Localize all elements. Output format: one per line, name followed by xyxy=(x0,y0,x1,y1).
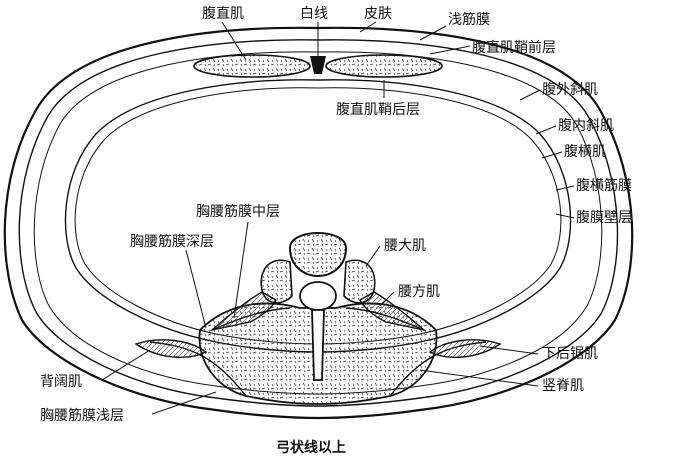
leader-rectus-anterior xyxy=(429,45,471,55)
quadratus-lumborum-left xyxy=(209,291,277,332)
leader-superficial-fascia xyxy=(419,25,447,41)
label-psoas-major: 腰大肌 xyxy=(384,238,426,254)
psoas-major-left xyxy=(260,259,293,304)
quadratus-lumborum-right xyxy=(359,291,427,332)
serratus-posterior-inferior xyxy=(428,339,502,358)
label-erector-spinae: 竖脊肌 xyxy=(542,378,584,394)
label-rectus-sheath-posterior: 腹直肌鞘后层 xyxy=(336,101,420,118)
leader-tlf-superficial xyxy=(151,391,217,415)
leader-lines xyxy=(101,21,575,415)
skin-outline xyxy=(3,26,634,420)
label-rectus-sheath-anterior: 腹直肌鞘前层 xyxy=(472,39,556,56)
label-linea-alba: 白线 xyxy=(300,6,328,22)
rectus-abdominis-left xyxy=(193,54,311,78)
leader-latissimus xyxy=(101,349,151,381)
linea-alba-mark xyxy=(310,56,326,74)
superficial-fascia-layer xyxy=(18,39,619,407)
leader-skin xyxy=(359,21,377,33)
leader-external-oblique xyxy=(519,89,541,101)
leader-transversus xyxy=(541,151,563,159)
leader-tlf-middle xyxy=(233,221,249,319)
tlf-middle-layer-right xyxy=(345,307,425,331)
leader-rectus xyxy=(221,21,247,61)
psoas-major-right xyxy=(343,259,376,304)
leader-internal-oblique xyxy=(535,125,557,135)
label-latissimus-dorsi: 背阔肌 xyxy=(40,374,82,390)
leader-erector xyxy=(419,369,539,387)
label-tlf-middle: 胸腰筋膜中层 xyxy=(196,203,280,220)
tlf-middle-layer xyxy=(211,307,291,331)
spinal-canal xyxy=(299,281,337,311)
label-tlf-superficial: 胸腰筋膜浅层 xyxy=(40,407,124,424)
leader-peritoneum xyxy=(555,213,575,219)
leader-transversalis xyxy=(555,185,575,191)
label-skin: 皮肤 xyxy=(364,6,392,22)
label-transversus: 腹横肌 xyxy=(564,143,606,160)
label-superficial-fascia: 浅筋膜 xyxy=(448,11,490,28)
label-serratus-posterior-inferior: 下后锯肌 xyxy=(542,346,598,362)
leader-tlf-deep xyxy=(185,249,207,329)
label-internal-oblique: 腹内斜肌 xyxy=(558,117,614,134)
latissimus-dorsi xyxy=(134,339,208,358)
label-external-oblique: 腹外斜肌 xyxy=(542,81,598,98)
label-parietal-peritoneum: 腹膜壁层 xyxy=(576,209,632,226)
label-rectus: 腹直肌 xyxy=(202,5,244,22)
vertebral-body xyxy=(288,232,348,278)
label-tlf-deep: 胸腰筋膜深层 xyxy=(130,233,214,250)
leader-serratus xyxy=(479,345,539,355)
spinous-process xyxy=(311,309,325,381)
label-transversalis-fascia: 腹横筋膜 xyxy=(576,177,632,194)
figure-caption: 弓状线以上 xyxy=(276,439,346,456)
label-quadratus-lumborum: 腰方肌 xyxy=(398,284,440,300)
rectus-abdominis-right xyxy=(325,54,443,78)
leader-psoas xyxy=(365,245,381,267)
leader-quadratus xyxy=(379,291,395,307)
